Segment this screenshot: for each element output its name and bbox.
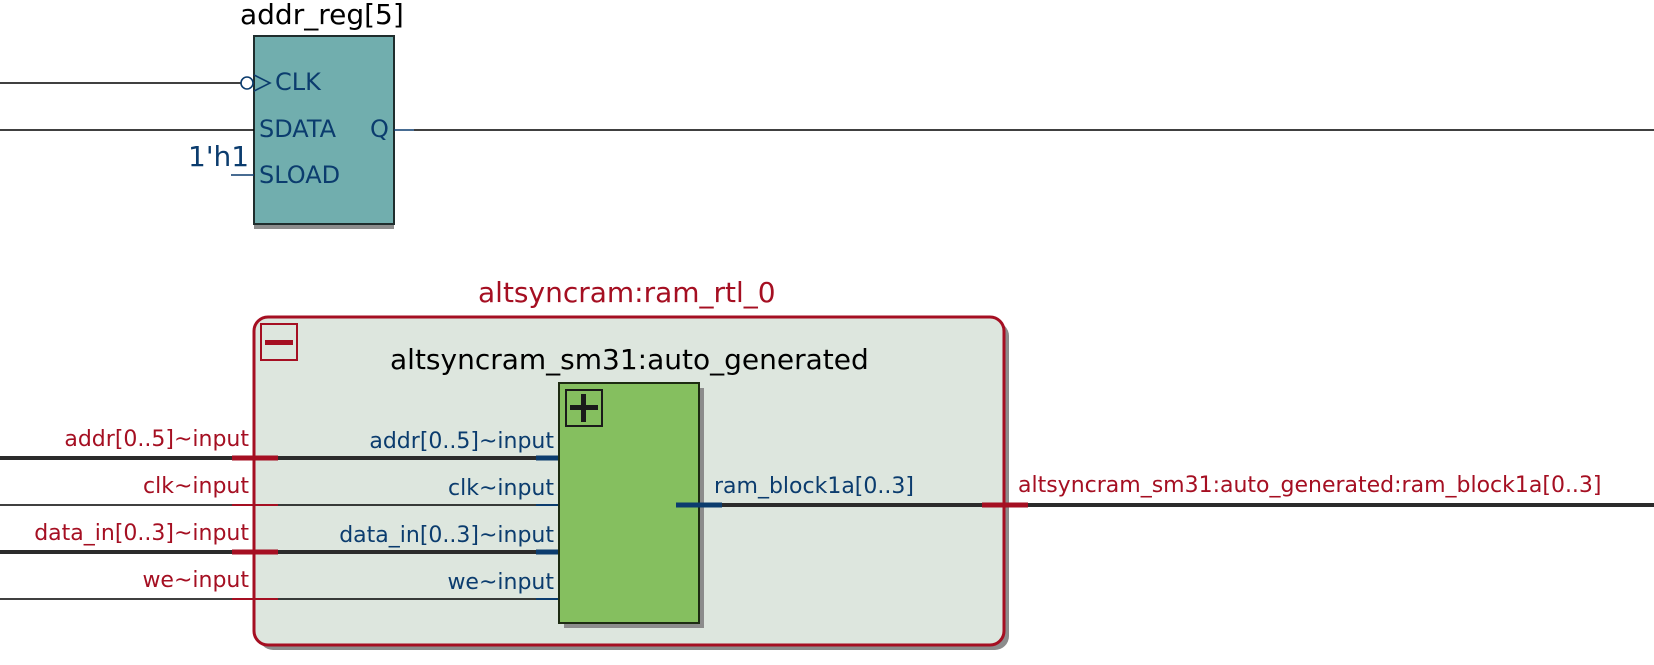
inner-port-label-addr: addr[0..5]~input bbox=[369, 429, 554, 454]
plus-box-icon[interactable] bbox=[565, 389, 603, 427]
hier-input-label-data-in: data_in[0..3]~input bbox=[34, 521, 249, 546]
hier-input-label-clk: clk~input bbox=[143, 474, 249, 499]
port-q-label: Q bbox=[370, 115, 389, 143]
register-name: addr_reg[5] bbox=[240, 0, 404, 31]
register-body bbox=[253, 35, 395, 225]
ram-block[interactable] bbox=[558, 382, 704, 628]
inner-port-label-clk: clk~input bbox=[448, 476, 554, 501]
sload-constant: 1'h1 bbox=[188, 140, 249, 173]
clk-inversion-bubble-icon bbox=[240, 76, 254, 90]
ram-output-port-label: ram_block1a[0..3] bbox=[714, 474, 914, 499]
hierarchy-ram-rtl[interactable]: altsyncram:ram_rtl_0 altsyncram_sm31:aut… bbox=[0, 276, 1654, 650]
inner-title: altsyncram_sm31:auto_generated bbox=[390, 343, 869, 376]
output-net-label: altsyncram_sm31:auto_generated:ram_block… bbox=[1018, 473, 1602, 498]
port-clk-label: CLK bbox=[275, 68, 322, 96]
register-addr-reg[interactable]: addr_reg[5] CLK SDATA 1'h1 SLOAD Q bbox=[0, 0, 1654, 229]
minus-box-icon[interactable] bbox=[260, 323, 298, 361]
hierarchy-name: altsyncram:ram_rtl_0 bbox=[478, 276, 776, 309]
hier-input-label-addr: addr[0..5]~input bbox=[64, 427, 249, 452]
hier-input-label-we: we~input bbox=[142, 568, 249, 593]
inner-port-label-data-in: data_in[0..3]~input bbox=[339, 523, 554, 548]
ram-block-body bbox=[558, 382, 700, 624]
input-wires bbox=[0, 455, 582, 600]
clk-edge-triangle-icon bbox=[253, 74, 272, 92]
port-sdata-label: SDATA bbox=[259, 115, 337, 143]
port-sload-label: SLOAD bbox=[259, 161, 340, 189]
inner-port-label-we: we~input bbox=[447, 570, 554, 595]
